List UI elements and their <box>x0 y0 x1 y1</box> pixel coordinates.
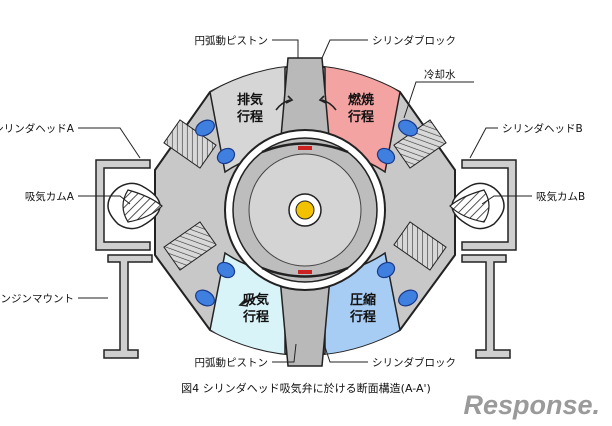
label-cylinder-head-a: シリンダヘッドA <box>0 122 75 135</box>
label-arc-piston-top: 円弧動ピストン <box>195 34 269 47</box>
stroke-exhaust-line1: 排気 <box>237 92 263 108</box>
stroke-compression-line2: 行程 <box>349 309 376 325</box>
coolant-passages <box>195 119 418 307</box>
stroke-combustion-line2: 行程 <box>347 109 374 125</box>
intake-cam-b <box>449 182 505 230</box>
label-intake-cam-b: 吸気カムB <box>536 190 585 203</box>
cylinder-head-b <box>461 159 517 251</box>
stroke-intake-line2: 行程 <box>242 309 269 325</box>
label-intake-cam-a: 吸気カムA <box>25 190 75 203</box>
cylinder-head-a <box>95 159 151 251</box>
stroke-compression-line1: 圧縮 <box>350 292 376 308</box>
stroke-exhaust-line2: 行程 <box>236 109 263 125</box>
leader-lines <box>78 39 532 363</box>
label-cooling-water: 冷却水 <box>424 68 456 81</box>
label-cylinder-block-top: シリンダブロック <box>372 34 456 47</box>
motion-arrows <box>238 95 337 307</box>
engine-mount-left <box>103 254 153 359</box>
label-arc-piston-bottom: 円弧動ピストン <box>195 356 269 369</box>
watermark-logo: Response. <box>463 390 600 420</box>
intake-cam-a <box>107 182 163 230</box>
center-shaft <box>288 193 322 227</box>
figure-caption: 図4 シリンダヘッド吸気弁に於ける断面構造(A-A') <box>181 381 431 395</box>
seal-top <box>298 146 312 150</box>
stroke-combustion-line1: 燃焼 <box>348 92 374 108</box>
label-cylinder-head-b: シリンダヘッドB <box>502 122 583 135</box>
valve-assembly-lower-left <box>163 221 217 271</box>
seal-bottom <box>298 270 312 274</box>
arc-piston-bottom <box>279 277 331 367</box>
stroke-intake-line1: 吸気 <box>243 292 269 308</box>
label-cylinder-block-bottom: シリンダブロック <box>372 356 456 369</box>
valve-assembly-lower-right <box>393 221 447 271</box>
engine-mount-right <box>461 254 511 359</box>
label-engine-mount: エンジンマウント <box>0 293 74 305</box>
